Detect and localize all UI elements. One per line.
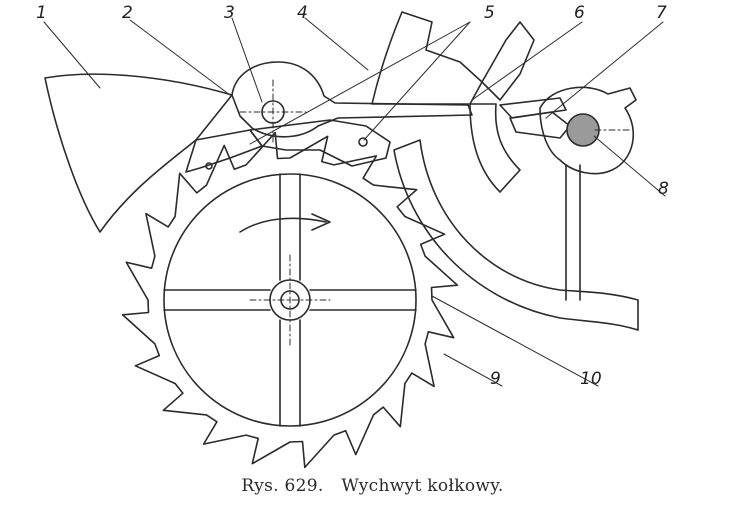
- escapement-drawing: 1 2 3 4 5 6 7 8 9 10: [36, 3, 669, 469]
- anchor-arm: [185, 129, 263, 173]
- callout-10: 10: [580, 369, 602, 389]
- leader-lines: [43, 17, 666, 387]
- callout-2: 2: [122, 3, 133, 23]
- fork-top-right: [481, 21, 535, 101]
- callout-5: 5: [484, 3, 495, 23]
- spoke-vertical: [279, 173, 301, 427]
- callout-6: 6: [574, 3, 585, 23]
- figure-caption: Rys. 629. Wychwyt kołkowy.: [0, 476, 745, 496]
- caption-number: Rys. 629.: [241, 476, 324, 496]
- callout-3: 3: [224, 3, 235, 23]
- callout-9: 9: [490, 369, 501, 389]
- fork-piece-4: [371, 11, 483, 105]
- fork-arc: [469, 103, 521, 193]
- anchor-pivot-body-2: [231, 61, 473, 138]
- lever-fork-7: [509, 111, 571, 139]
- sector-weight-1: [44, 73, 233, 233]
- escape-wheel-teeth: [121, 131, 459, 469]
- roller-pin-8: [566, 113, 600, 147]
- spoke-horizontal: [163, 289, 417, 311]
- callout-1: 1: [36, 3, 47, 23]
- callout-8: 8: [658, 179, 669, 199]
- escape-wheel-9: [121, 131, 459, 469]
- balance-rim-10: [393, 139, 639, 331]
- pallet-pin-left: [205, 162, 213, 170]
- pendulum-rod: [565, 164, 581, 301]
- roller-8: [539, 86, 637, 175]
- pallet-pin-5: [358, 137, 368, 147]
- escape-wheel-inner-rim: [163, 173, 417, 427]
- rotation-arrow: [239, 217, 327, 233]
- rotation-arrowhead: [311, 213, 331, 231]
- caption-title: Wychwyt kołkowy.: [341, 476, 504, 496]
- lever-6: [499, 97, 567, 119]
- anchor-lower-arm: [249, 119, 391, 167]
- callout-4: 4: [297, 3, 308, 23]
- callout-7: 7: [656, 3, 667, 23]
